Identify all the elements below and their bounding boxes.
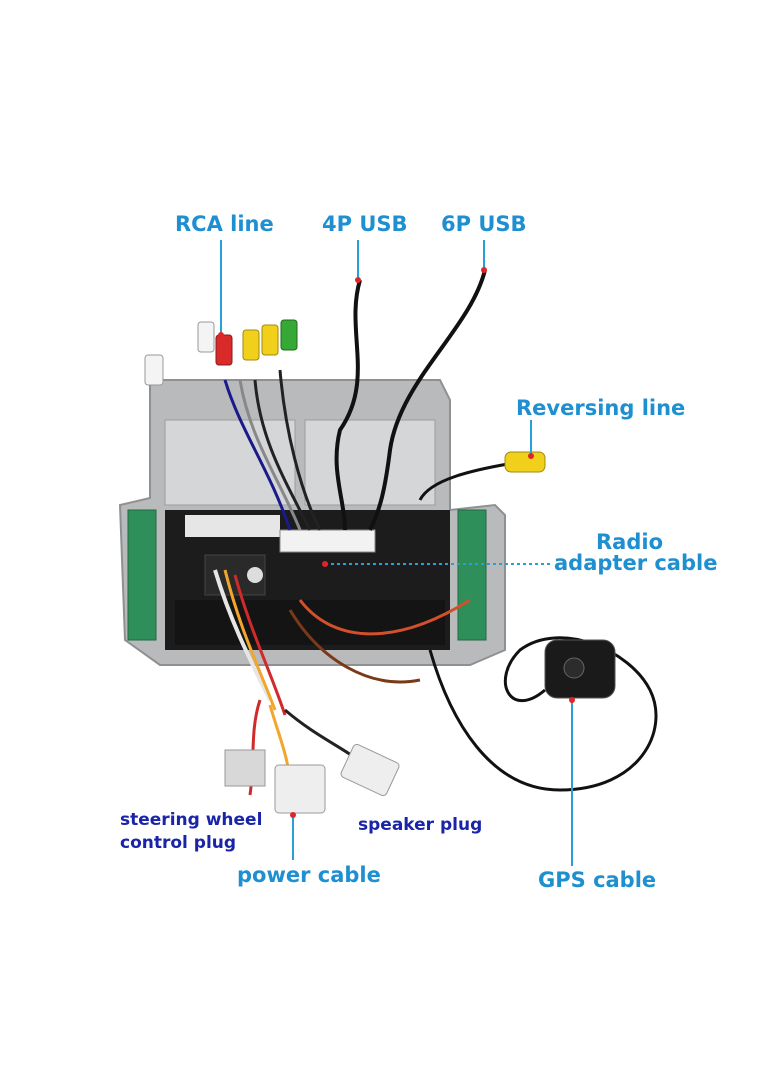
usb-4p-label: 4P USB (322, 212, 408, 236)
head-unit (165, 510, 450, 650)
rca-line-label: RCA line (175, 212, 274, 236)
steering-plug (224, 749, 266, 787)
leader-lines (220, 240, 573, 866)
right-circuit-board (457, 509, 487, 641)
speaker-plug-label: speaker plug (358, 815, 483, 835)
power-cable-label: power cable (237, 863, 381, 887)
gps-antenna (428, 636, 658, 792)
radio-label-line1: Radio (596, 530, 663, 554)
reversing-line-label: Reversing line (516, 396, 686, 420)
usb-6p-label: 6P USB (441, 212, 527, 236)
leader-dots (218, 267, 575, 818)
steering-label-line2: control plug (120, 833, 237, 853)
steering-label-line1: steering wheel (120, 810, 263, 830)
power-plug (274, 764, 326, 814)
speaker-plug (340, 743, 400, 797)
left-circuit-board (127, 509, 157, 641)
radio-label-line2: adapter cable (554, 551, 718, 575)
gps-cable-label: GPS cable (538, 868, 657, 892)
reversing-plug (504, 451, 546, 473)
